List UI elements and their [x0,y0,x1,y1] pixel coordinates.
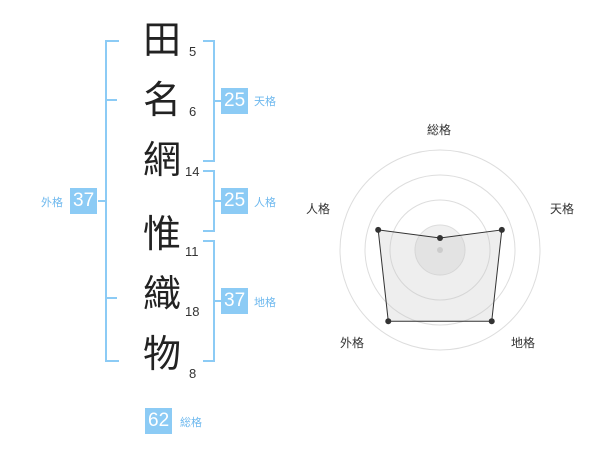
chikaku-badge: 37 [221,288,249,314]
soukaku-badge: 62 [145,408,173,434]
gaikaku-connector [98,200,107,202]
stroke-count-5: 18 [185,304,200,319]
radar-polygon [377,229,503,322]
name-char-5: 織 [142,272,181,316]
tenkaku-connector [213,100,221,102]
soukaku-label: 総格 [180,416,202,429]
radar-point-4 [385,318,392,325]
radar-axis-label-gaikaku: 外格 [340,336,365,350]
radar-axis-label-tenkaku: 天格 [550,202,575,216]
name-char-4: 惟 [142,212,181,256]
radar-point-2 [498,226,505,233]
bracket-tick [107,99,117,101]
radar-ring [339,149,541,351]
name-char-6: 物 [142,332,181,376]
gaikaku-label: 外格 [41,196,63,209]
name-char-3: 網 [142,138,181,182]
jinkaku-badge: 25 [221,188,249,214]
gaikaku-badge: 37 [70,188,98,214]
stroke-count-2: 6 [189,104,197,119]
radar-ring [364,174,516,326]
radar-axis-label-soukaku: 総格 [427,123,452,137]
tenkaku-badge: 25 [221,88,249,114]
chikaku-connector [213,300,221,302]
stroke-count-3: 14 [185,164,200,179]
radar-axis-label-jinkaku: 人格 [306,202,331,216]
name-char-1: 田 [142,18,181,62]
stroke-count-1: 5 [189,44,197,59]
jinkaku-label: 人格 [254,196,276,209]
stroke-count-4: 11 [185,244,199,259]
bracket-tick [107,297,117,299]
name-char-2: 名 [142,78,181,122]
radar-point-3 [488,318,495,325]
chikaku-label: 地格 [254,296,276,309]
radar-point-1 [437,235,443,241]
stroke-count-6: 8 [189,366,197,381]
radar-ring [389,199,491,301]
radar-center-dot [437,247,443,253]
radar-axis-label-chikaku: 地格 [511,336,536,350]
tenkaku-label: 天格 [254,95,276,108]
radar-point-5 [375,226,382,233]
jinkaku-connector [213,200,221,202]
